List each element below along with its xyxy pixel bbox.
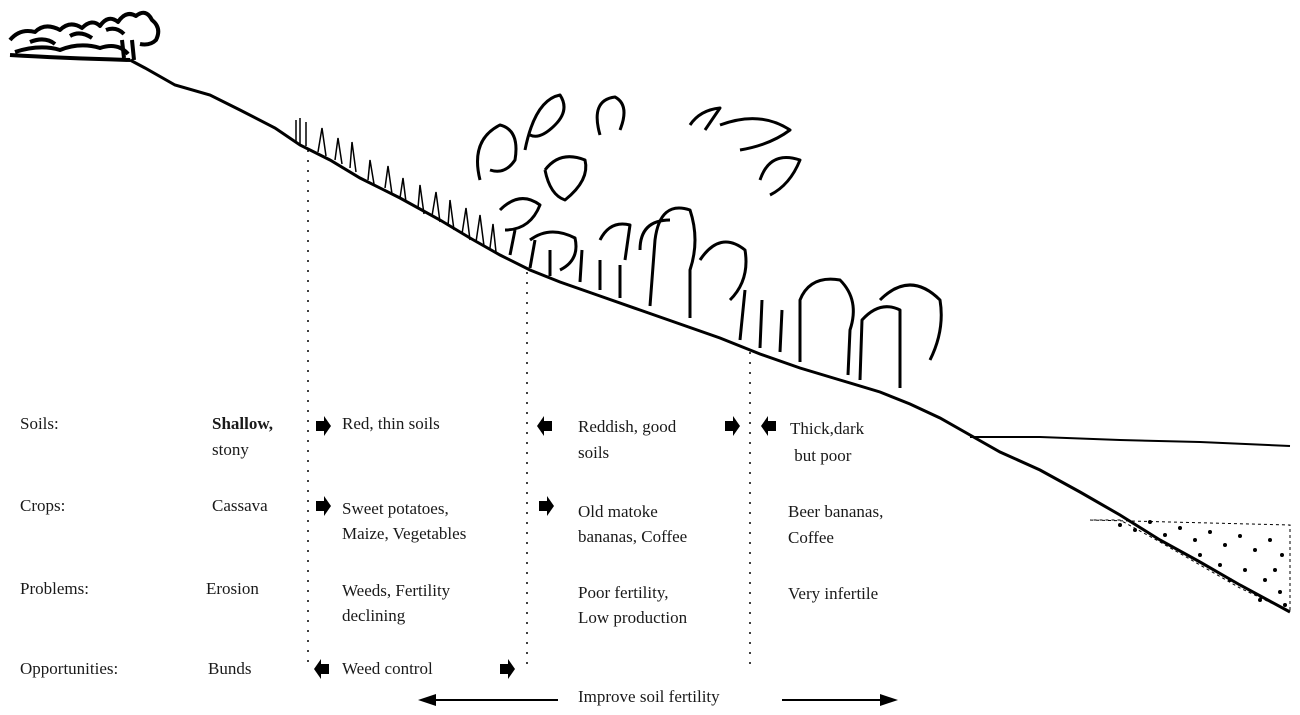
soils-col2-line1: Red, thin soils bbox=[342, 414, 440, 433]
opportunities-col2-line1: Weed control bbox=[342, 659, 433, 678]
crops-col3-line1: Old matoke bbox=[578, 502, 658, 521]
opportunities-col1-line1: Bunds bbox=[208, 659, 252, 678]
right-arrow-icons bbox=[316, 416, 740, 679]
crops-col3-line2: bananas, Coffee bbox=[578, 527, 688, 546]
crops-col2-line2: Maize, Vegetables bbox=[342, 524, 467, 543]
soils-col3-line1: Reddish, good bbox=[578, 417, 677, 436]
problems-col2-line1: Weeds, Fertility bbox=[342, 581, 451, 600]
problems-col2-line2: declining bbox=[342, 606, 406, 625]
row-label-soils: Soils: bbox=[20, 414, 59, 433]
crops-col2-line1: Sweet potatoes, bbox=[342, 499, 449, 518]
banana-plants-icon bbox=[476, 93, 943, 388]
problems-col3-line1: Poor fertility, bbox=[578, 583, 669, 602]
crops-col4-line1: Beer bananas, bbox=[788, 502, 884, 521]
row-label-problems: Problems: bbox=[20, 579, 89, 598]
zone-divider-lines bbox=[307, 150, 751, 670]
soils-col3-line2: soils bbox=[578, 443, 610, 462]
soils-col1-line1: Shallow, bbox=[212, 414, 273, 433]
problems-col4-line1: Very infertile bbox=[788, 584, 879, 603]
soils-col4-line1: Thick,dark bbox=[790, 419, 865, 438]
hillside-ground-line bbox=[129, 58, 1291, 614]
soils-col1-line2: stony bbox=[212, 440, 249, 459]
problems-col1-line1: Erosion bbox=[206, 579, 259, 598]
row-label-crops: Crops: bbox=[20, 496, 66, 515]
hilltop-bush-icon bbox=[8, 10, 161, 62]
problems-col3-line2: Low production bbox=[578, 608, 688, 627]
crops-col4-line2: Coffee bbox=[788, 528, 834, 547]
swamp-texture bbox=[1089, 519, 1291, 613]
crops-col1-line1: Cassava bbox=[212, 496, 268, 515]
improve-fertility-arrows bbox=[418, 694, 898, 706]
grass-icon bbox=[295, 118, 497, 253]
row-label-opportunities: Opportunities: bbox=[20, 659, 119, 678]
improve-soil-fertility-label: Improve soil fertility bbox=[578, 687, 720, 706]
water-surface-line bbox=[970, 436, 1291, 447]
left-arrow-icons bbox=[314, 416, 776, 679]
soils-col4-line2: but poor bbox=[790, 446, 852, 465]
